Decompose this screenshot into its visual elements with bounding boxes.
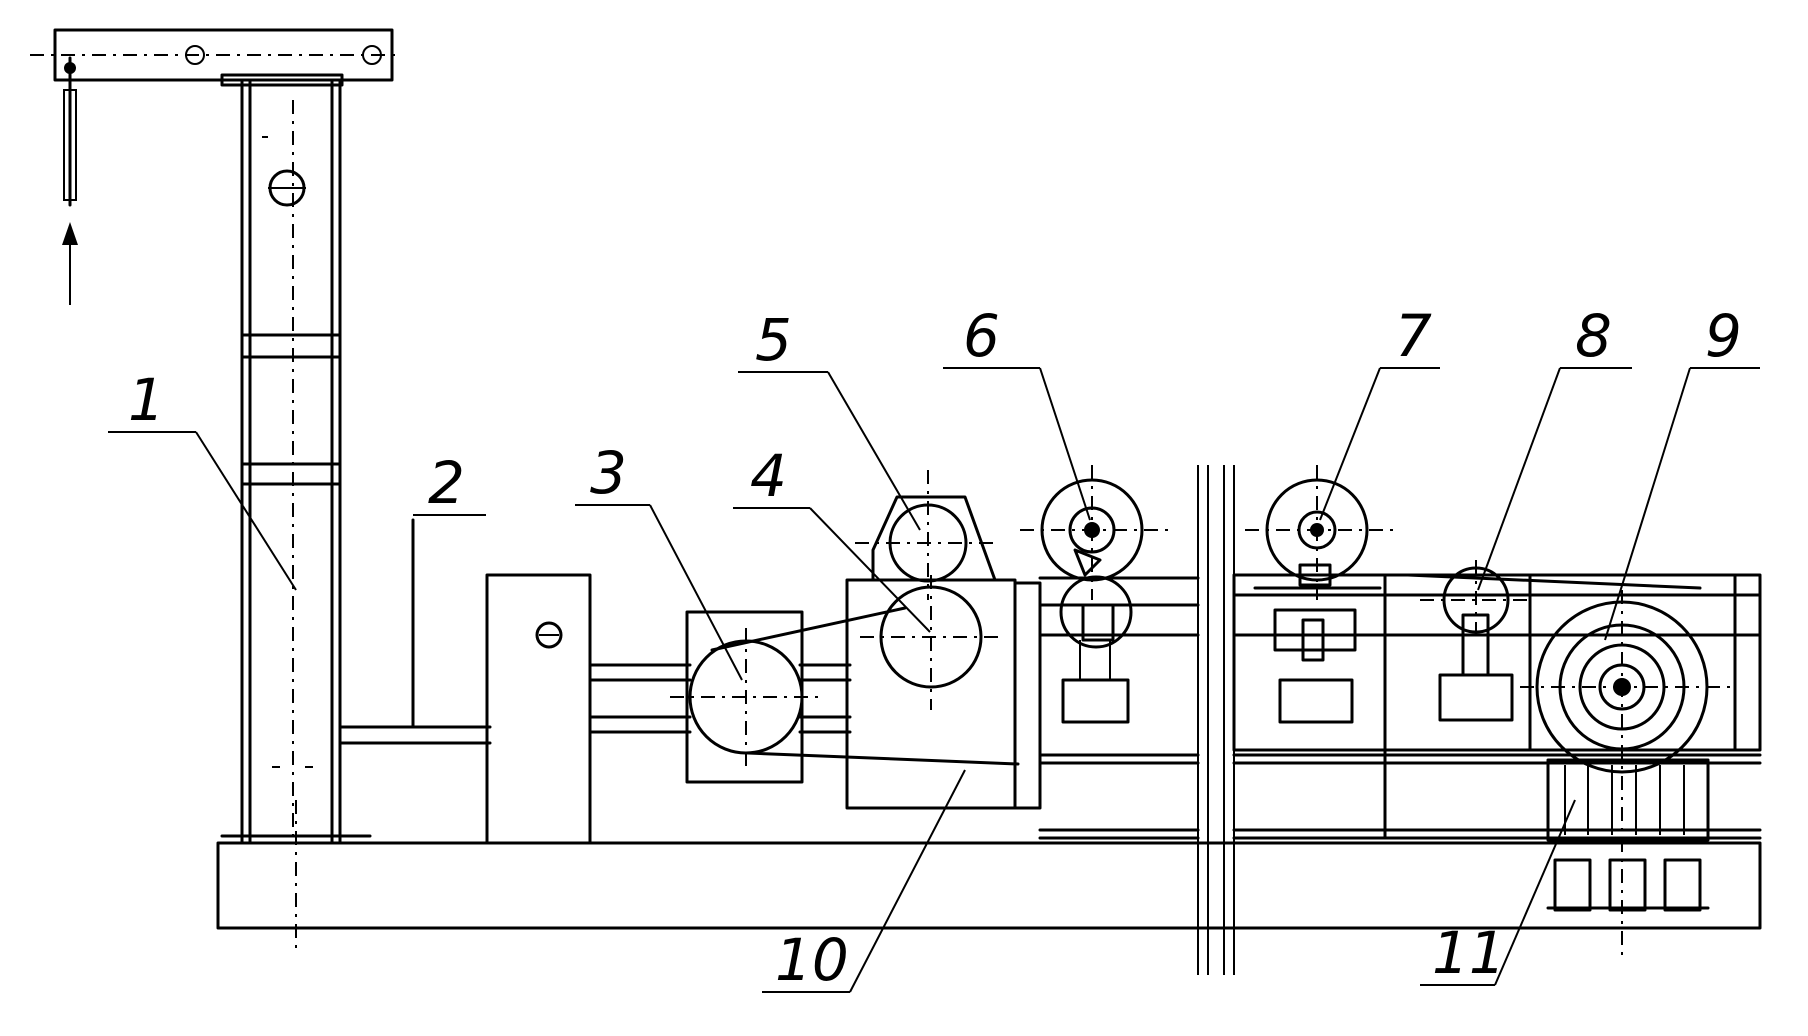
- drive-motor: [670, 608, 1018, 782]
- callout-4: 4: [750, 442, 787, 510]
- callout-2: 2: [428, 449, 465, 517]
- support-beam: [340, 520, 490, 843]
- control-cabinet: [487, 575, 590, 843]
- callout-6: 6: [963, 302, 1000, 370]
- idler-roller-8: [1408, 560, 1700, 720]
- gear-reducer-11: [1548, 760, 1708, 910]
- callout-7: 7: [1395, 302, 1432, 370]
- callout-10: 10: [775, 926, 849, 994]
- callout-8: 8: [1575, 302, 1612, 370]
- callout-11: 11: [1432, 919, 1506, 987]
- callout-3: 3: [590, 439, 627, 507]
- press-roller: [1020, 465, 1170, 722]
- base-frame: [218, 800, 1760, 955]
- callout-labels: 1 2 3 4 5 6 7 8 9 10 11: [128, 302, 1742, 994]
- conveyor-frame-left: [1040, 465, 1234, 975]
- guide-rails: [590, 665, 850, 732]
- callout-9: 9: [1705, 302, 1742, 370]
- vertical-column: [242, 80, 340, 843]
- callout-1: 1: [128, 366, 165, 434]
- callout-5: 5: [755, 306, 792, 374]
